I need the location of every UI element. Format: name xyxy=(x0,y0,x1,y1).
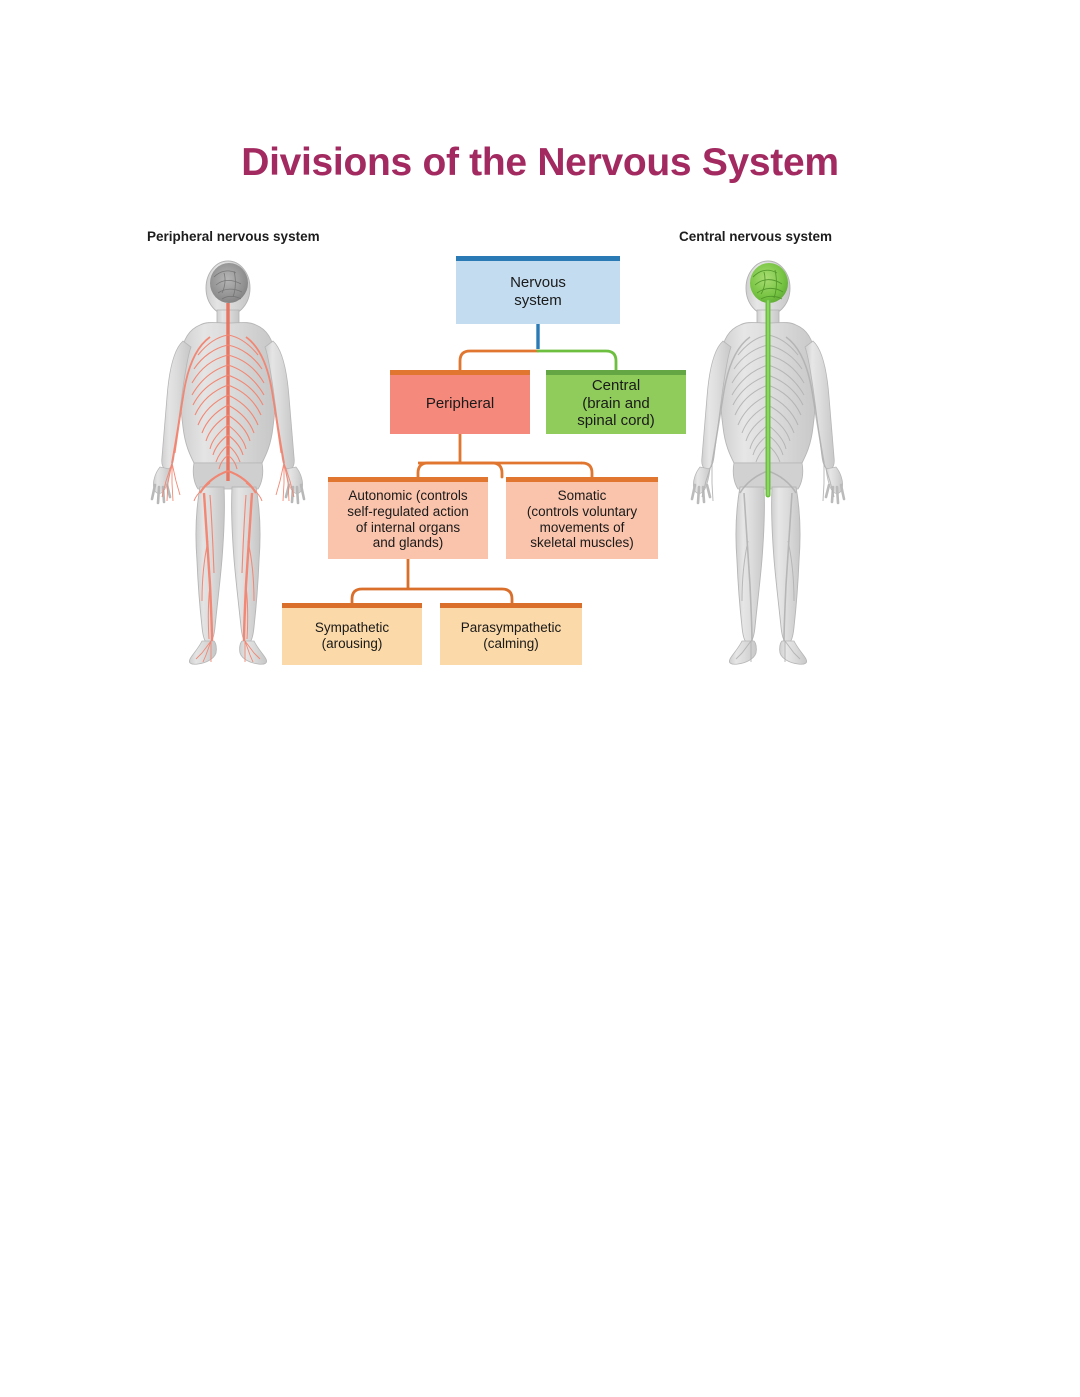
node-peripheral[interactable]: Peripheral xyxy=(390,370,530,434)
edge-nervous-system-to-peripheral xyxy=(458,349,540,372)
node-autonomic[interactable]: Autonomic (controls self-regulated actio… xyxy=(328,477,488,559)
peripheral-nerves-gray xyxy=(701,334,835,662)
brain-gray xyxy=(210,263,248,303)
node-somatic-label: Somatic (controls voluntary movements of… xyxy=(526,487,638,551)
node-somatic[interactable]: Somatic (controls voluntary movements of… xyxy=(506,477,658,559)
caption-central-nervous-system: Central nervous system xyxy=(679,229,833,244)
node-sympathetic-label: Sympathetic (arousing) xyxy=(314,619,390,651)
peripheral-nerves xyxy=(161,303,295,663)
page-title: Divisions of the Nervous System xyxy=(241,141,839,184)
edge-autonomic-to-children xyxy=(350,587,514,605)
brain-green xyxy=(750,263,788,303)
node-peripheral-label: Peripheral xyxy=(425,394,495,412)
node-nervous-system[interactable]: Nervous system xyxy=(456,256,620,324)
caption-peripheral-nervous-system: Peripheral nervous system xyxy=(147,229,320,244)
edge-nervous-system-to-central xyxy=(536,349,618,372)
node-nervous-system-label: Nervous system xyxy=(510,273,566,309)
node-parasympathetic-label: Parasympathetic (calming) xyxy=(460,619,562,651)
edge-peripheral-to-children xyxy=(416,461,504,479)
node-central-label: Central (brain and spinal cord) xyxy=(577,376,655,430)
edge-peripheral-to-somatic xyxy=(580,461,594,479)
node-central[interactable]: Central (brain and spinal cord) xyxy=(546,370,686,434)
node-parasympathetic[interactable]: Parasympathetic (calming) xyxy=(440,603,582,665)
node-autonomic-label: Autonomic (controls self-regulated actio… xyxy=(347,487,469,551)
node-sympathetic[interactable]: Sympathetic (arousing) xyxy=(282,603,422,665)
peripheral-nervous-system-figure xyxy=(150,255,320,667)
central-nervous-system-figure xyxy=(690,255,860,667)
